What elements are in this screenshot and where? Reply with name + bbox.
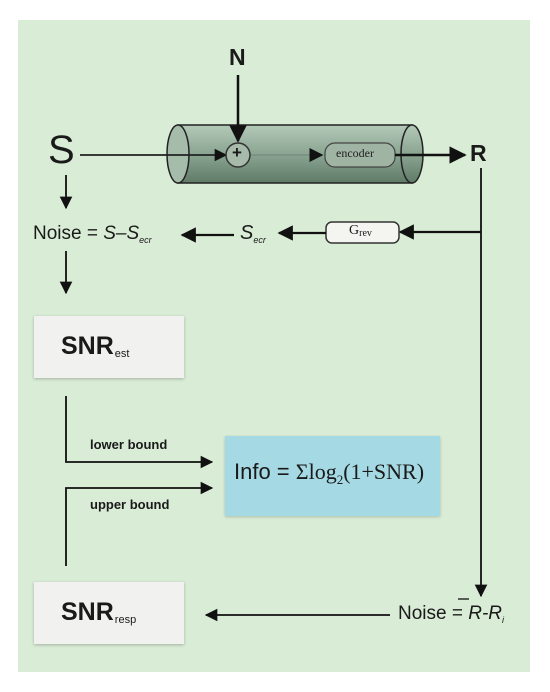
- response-trial-symbol: -R: [481, 603, 503, 624]
- info-sum: Σlog: [295, 459, 337, 484]
- lower-bound-label: lower bound: [90, 437, 168, 452]
- estimate-subscript: ecr: [253, 235, 266, 245]
- snr-resp-subscript: resp: [114, 614, 137, 626]
- decoder-symbol: G: [349, 223, 360, 238]
- encoder-label: encoder: [336, 146, 374, 160]
- info-box: Info = Σlog2(1+SNR): [225, 436, 440, 516]
- response-label: R: [470, 140, 487, 166]
- snr-est-title: SNRest: [61, 332, 129, 361]
- lower-bound-arrow: [65, 396, 214, 469]
- stimulus-noise-label: Noise = S–Secr: [33, 223, 152, 245]
- stimulus-noise-expression: S–S: [103, 223, 140, 244]
- response-noise-prefix: Noise =: [398, 603, 469, 624]
- channel-cylinder-mouth: [166, 124, 190, 184]
- snr-resp-title: SNRresp: [61, 598, 136, 627]
- signal-label: S: [48, 128, 75, 172]
- estimate-symbol: S: [240, 222, 254, 244]
- upper-bound-arrow: [65, 481, 214, 566]
- info-argument: (1+SNR): [343, 459, 425, 484]
- snr-est-symbol: SNR: [61, 332, 114, 360]
- upper-bound-label: upper bound: [90, 497, 170, 512]
- snr-est-box: SNRest: [34, 316, 184, 378]
- stimulus-noise-prefix: Noise =: [33, 223, 104, 244]
- decoder-label: Grev: [349, 223, 372, 239]
- adder-symbol: +: [232, 143, 242, 162]
- response-noise-label: Noise = R-Ri: [398, 603, 504, 625]
- noise-input-label: N: [229, 44, 246, 70]
- response-trial-subscript: i: [502, 615, 505, 625]
- snr-resp-box: SNRresp: [34, 582, 184, 644]
- stimulus-estimate-label: Secr: [240, 222, 266, 245]
- snr-resp-symbol: SNR: [61, 598, 114, 626]
- info-log-base: 2: [336, 472, 344, 487]
- snr-est-subscript: est: [114, 348, 130, 360]
- decoder-subscript: rev: [359, 228, 372, 239]
- stimulus-noise-subscript: ecr: [139, 235, 152, 245]
- info-label: Info =: [234, 459, 296, 484]
- adder-circle: [225, 142, 251, 168]
- response-mean-symbol: R: [468, 603, 482, 624]
- info-formula: Info = Σlog2(1+SNR): [234, 459, 425, 487]
